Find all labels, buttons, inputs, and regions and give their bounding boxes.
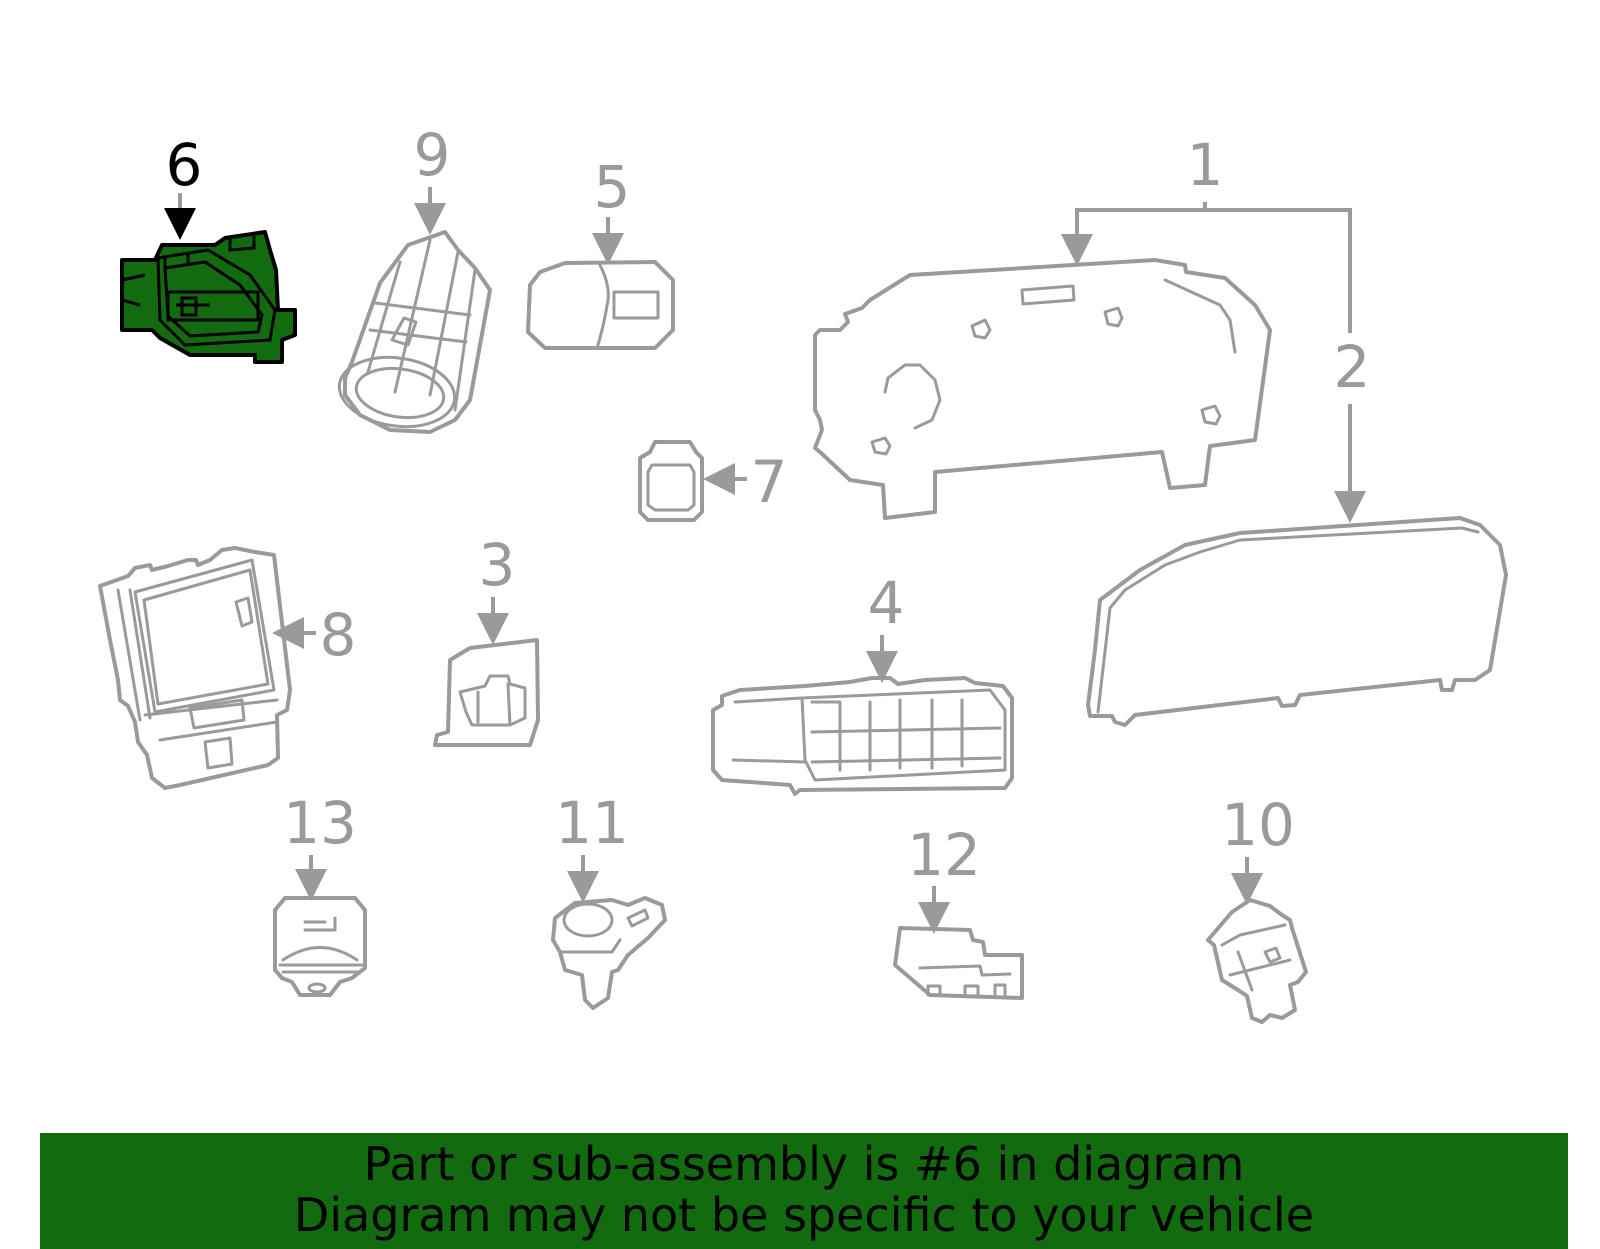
callout-4: 4 [868, 569, 905, 637]
part-6-highlighted[interactable] [120, 230, 297, 364]
callout-5: 5 [594, 153, 631, 221]
banner-line-disclaimer: Diagram may not be specific to your vehi… [293, 1188, 1315, 1242]
callout-9: 9 [414, 121, 451, 189]
callout-8: 8 [320, 601, 357, 669]
banner-line-part: Part or sub-assembly is #6 in diagram [363, 1137, 1245, 1191]
part-11-diagram [551, 896, 667, 1010]
part-5-diagram [526, 260, 675, 350]
callout-11: 11 [555, 789, 629, 857]
part-1-diagram [813, 258, 1272, 520]
callout-6: 6 [166, 131, 203, 199]
part-4-diagram [711, 676, 1014, 796]
callout-3: 3 [479, 531, 516, 599]
part-3-diagram [433, 638, 540, 747]
callout-7: 7 [751, 448, 788, 516]
part-8-diagram [98, 546, 292, 790]
part-12-diagram [893, 926, 1024, 1000]
leader-lines [164, 187, 1366, 934]
part-2-diagram [1086, 516, 1508, 727]
part-7-diagram [638, 440, 704, 522]
callout-10: 10 [1221, 791, 1295, 859]
callout-1: 1 [1187, 131, 1224, 199]
callout-13: 13 [283, 789, 357, 857]
part-13-diagram [273, 896, 367, 997]
callout-12: 12 [907, 821, 981, 889]
callout-2: 2 [1334, 333, 1371, 401]
info-banner: Part or sub-assembly is #6 in diagram Di… [40, 1133, 1568, 1249]
part-9-diagram [337, 230, 492, 434]
part-10-diagram [1206, 898, 1308, 1024]
